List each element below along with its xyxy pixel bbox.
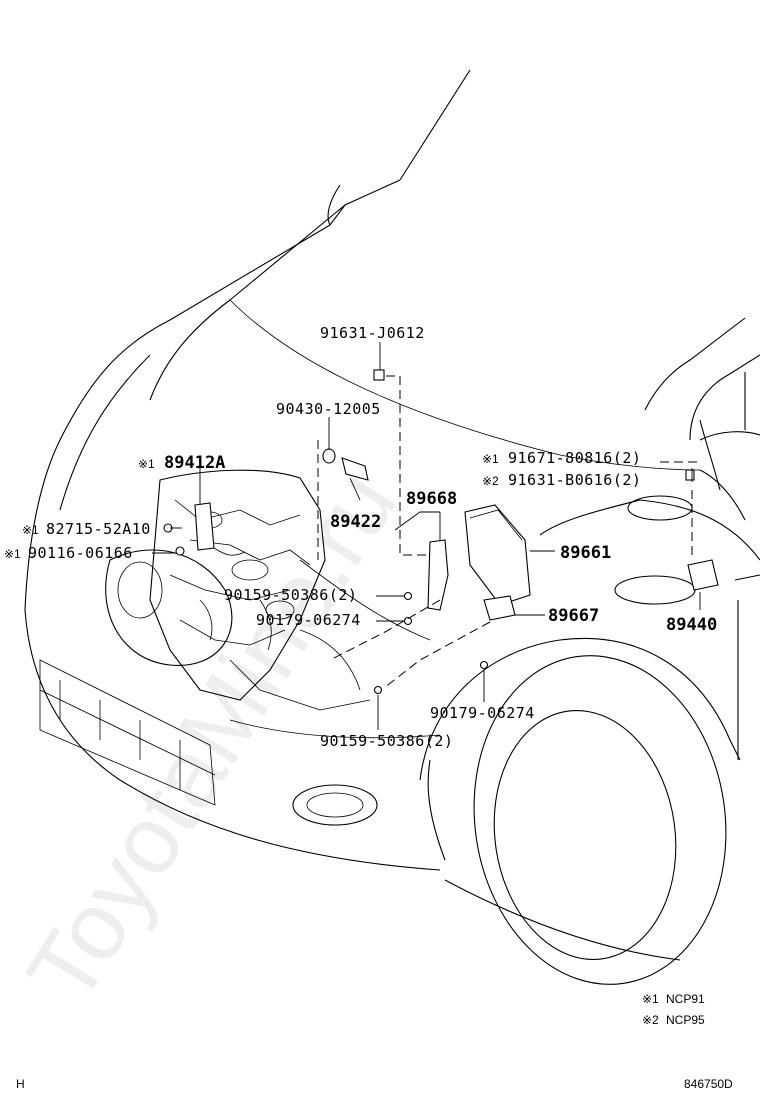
label-90159-50386: 90159-50386(2): [320, 732, 453, 750]
label-90159-50386: 90159-50386(2): [224, 586, 357, 604]
leader-lines: [152, 342, 701, 730]
mark-ncp91: ※1: [22, 523, 39, 537]
mark-ncp91: ※1: [138, 457, 155, 471]
footnote-text: NCP91: [666, 992, 705, 1006]
label-89668: 89668: [406, 489, 457, 509]
part-labels: 91631-J0612 90430-12005 ※1 91671-80816(2…: [4, 324, 717, 750]
label-89667: 89667: [548, 606, 599, 626]
mark-ncp95: ※2: [482, 474, 499, 488]
car-body-outline: [24, 69, 760, 985]
engine-bay: [149, 469, 431, 711]
label-90430-12005: 90430-12005: [276, 400, 381, 418]
label-91631-J0612: 91631-J0612: [320, 324, 425, 342]
label-89661: 89661: [560, 543, 611, 563]
mark-ncp91: ※1: [482, 452, 499, 466]
part-shapes: [163, 369, 719, 695]
label-91631-B0616: 91631-B0616(2): [508, 471, 641, 489]
footnote-mark: ※2: [642, 1013, 659, 1027]
label-82715-52A10: 82715-52A10: [46, 520, 151, 538]
mark-ncp91: ※1: [4, 547, 21, 561]
corner-mark: H: [16, 1077, 25, 1091]
label-89412A: 89412A: [164, 453, 225, 473]
label-90179-06274: 90179-06274: [256, 611, 361, 629]
label-90116-06166: 90116-06166: [28, 544, 133, 562]
label-89440: 89440: [666, 615, 717, 635]
label-90179-06274: 90179-06274: [430, 704, 535, 722]
footnote-legend: ※1 NCP91 ※2 NCP95: [642, 992, 705, 1027]
footnote-text: NCP95: [666, 1013, 705, 1027]
footnote-mark: ※1: [642, 992, 659, 1006]
figure-code: 846750D: [684, 1077, 733, 1091]
label-89422: 89422: [330, 512, 381, 532]
label-91671-80816: 91671-80816(2): [508, 449, 641, 467]
